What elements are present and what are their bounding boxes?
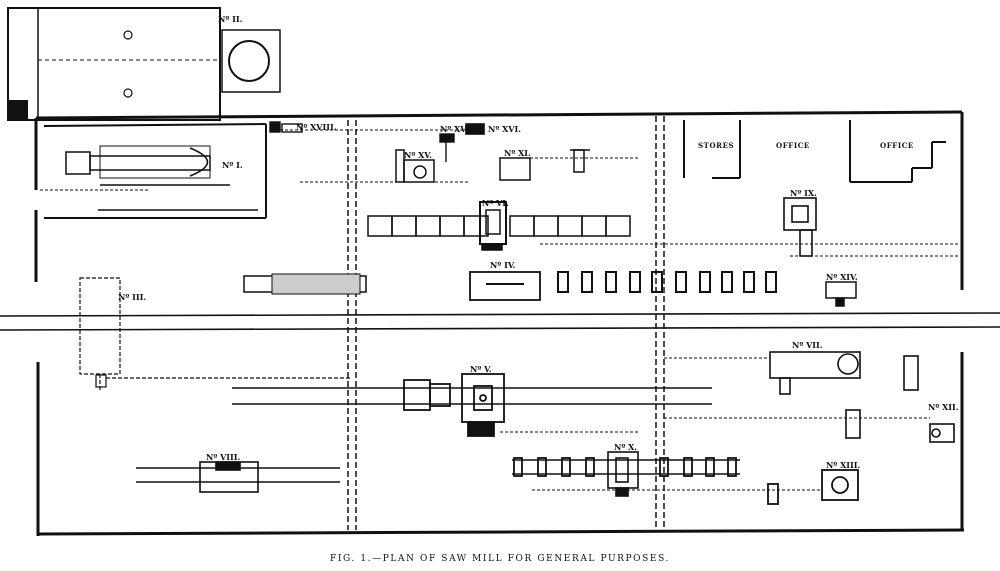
column-lines: [347, 116, 665, 530]
room-no-1-walls: [43, 123, 267, 219]
machine-no-6-bench: [367, 201, 631, 251]
machine-no-17: [439, 133, 455, 162]
label-office-2: OFFICE: [880, 141, 914, 150]
machine-no-1: [40, 145, 258, 211]
rollers-lower: [513, 457, 737, 477]
machine-no-9: [783, 197, 817, 257]
log-rollers-right: [557, 271, 777, 293]
machine-no-7: [664, 351, 919, 395]
label-no-5: Nº V.: [470, 364, 492, 374]
label-no-3: Nº III.: [118, 292, 146, 302]
room-labels: STORES OFFICE OFFICE: [698, 141, 914, 150]
machine-no-14: [825, 281, 857, 307]
label-no-15: Nº XV.: [404, 150, 432, 160]
mill-walls: [34, 110, 965, 536]
label-no-2: Nº II.: [218, 14, 243, 24]
office-partitions: [683, 120, 946, 183]
machine-no-11: [499, 157, 531, 181]
label-no-12: Nº XII.: [928, 402, 959, 412]
upper-shafting: [270, 129, 960, 257]
machine-no-16: [465, 123, 485, 135]
label-no-8: Nº VIII.: [206, 452, 241, 462]
label-no-7: Nº VII.: [792, 340, 823, 350]
label-office-1: OFFICE: [776, 141, 810, 150]
label-no-6: Nº VI.: [482, 198, 509, 208]
machine-no-18: [269, 121, 303, 133]
countershaft-upper: [570, 149, 590, 173]
machine-no-4-log-deck: [243, 271, 541, 301]
boiler-house: [7, 7, 281, 121]
machine-no-8: [136, 461, 340, 493]
label-no-9: Nº IX.: [790, 188, 817, 198]
machine-no-3-carriage: [79, 277, 350, 390]
label-no-4: Nº IV.: [490, 260, 516, 270]
machine-no-5: [232, 373, 712, 437]
label-no-10: Nº X.: [614, 442, 637, 452]
figure-caption: FIG. 1.—PLAN OF SAW MILL FOR GENERAL PUR…: [330, 554, 670, 564]
label-stores: STORES: [698, 141, 734, 150]
label-no-1: Nº I.: [222, 160, 243, 170]
label-no-13: Nº XIII.: [826, 460, 861, 470]
machine-no-15: [395, 149, 435, 183]
machine-labels: Nº II. Nº I. Nº III. Nº IV. Nº V. Nº VI.…: [118, 14, 959, 470]
label-no-17: Nº XVII.: [440, 124, 477, 134]
machine-no-10: [512, 451, 740, 497]
railway-track: [0, 312, 1000, 331]
label-no-18: Nº XVIII.: [296, 122, 337, 132]
label-no-16: Nº XVI.: [488, 124, 521, 134]
machine-no-13: [532, 469, 859, 505]
machine-no-12: [664, 409, 955, 443]
label-no-14: Nº XIV.: [826, 272, 858, 282]
label-no-11: Nº XI.: [504, 148, 531, 158]
